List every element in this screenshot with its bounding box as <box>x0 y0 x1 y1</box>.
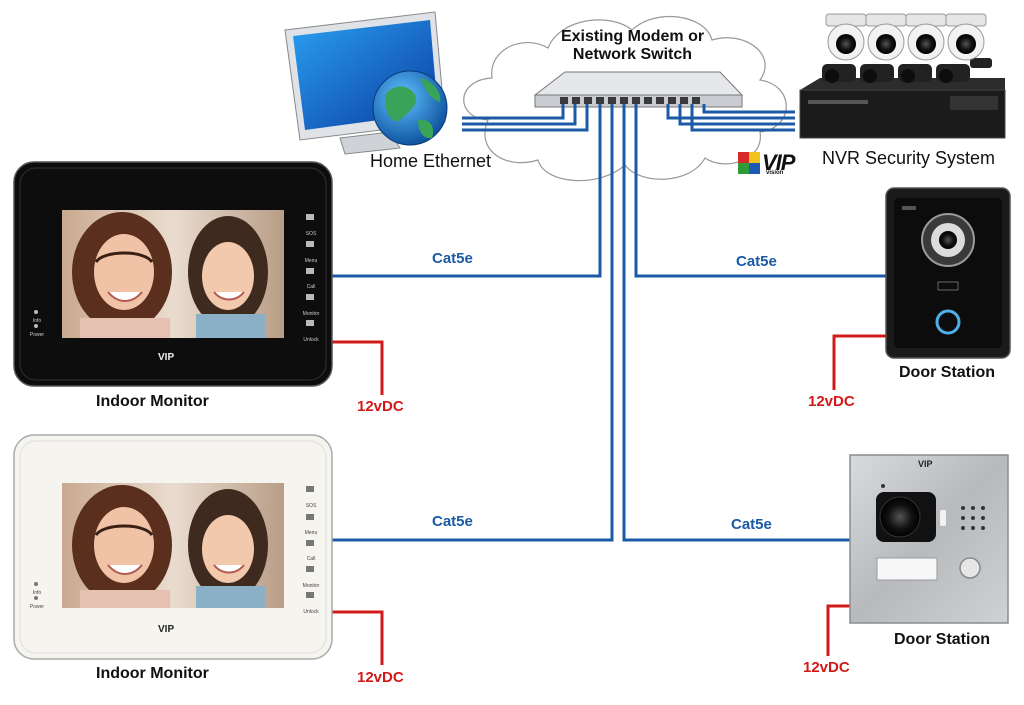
key-power[interactable]: Power <box>29 332 45 338</box>
door-station-black <box>885 187 1011 359</box>
dome-cameras <box>825 13 987 61</box>
power-cables <box>332 334 888 665</box>
key-menu[interactable]: Menu <box>304 257 318 264</box>
bullet-cameras <box>822 58 992 83</box>
monitor-screen-photo <box>62 210 284 338</box>
power-label-1: 12vDC <box>357 398 404 415</box>
monitor-black-left-keys: Info Power <box>28 314 46 342</box>
key-power[interactable]: Power <box>29 604 45 610</box>
cloud-label: Existing Modem or Network Switch <box>545 28 720 64</box>
indoor-monitor-black <box>13 161 333 387</box>
cloud-label-line1: Existing Modem or <box>560 28 705 45</box>
key-menu[interactable]: Menu <box>304 529 318 536</box>
key-sos[interactable]: SOS <box>305 503 317 509</box>
key-info[interactable]: Info <box>32 590 42 596</box>
monitor-screen-photo <box>62 483 284 608</box>
monitor-white-keys: SOS Menu Call Monitor Unlock <box>296 493 326 626</box>
key-monitor[interactable]: Monitor <box>302 310 320 317</box>
network-cables <box>332 104 888 542</box>
cat5e-label-1: Cat5e <box>432 250 473 267</box>
key-info[interactable]: Info <box>32 318 42 324</box>
network-switch <box>533 71 744 108</box>
nvr-brand-sub: vision <box>766 170 784 176</box>
key-unlock[interactable]: Unlock <box>303 337 319 343</box>
key-sos[interactable]: SOS <box>305 231 317 237</box>
monitor-white-left-keys: Info Power <box>28 586 46 614</box>
key-call[interactable]: Call <box>306 556 316 562</box>
nvr-security-system-device <box>799 13 1006 139</box>
monitor-white-brand: VIP <box>158 624 175 635</box>
monitor-side-icons <box>34 486 314 600</box>
indoor-monitor-white <box>13 434 333 660</box>
key-unlock[interactable]: Unlock <box>303 609 319 615</box>
monitor-side-icons <box>34 214 314 328</box>
key-call[interactable]: Call <box>306 284 316 290</box>
door-station-steel <box>849 454 1009 624</box>
nvr-label: NVR Security System <box>822 148 996 168</box>
door-station-bottom-label: Door Station <box>894 631 990 648</box>
power-label-4: 12vDC <box>803 659 850 676</box>
cat5e-label-3: Cat5e <box>432 513 473 530</box>
indoor-monitor-white-label: Indoor Monitor <box>96 665 209 682</box>
vip-logo-mark <box>738 152 760 174</box>
power-label-2: 12vDC <box>357 669 404 686</box>
cat5e-label-4: Cat5e <box>731 516 772 533</box>
monitor-black-keys: SOS Menu Call Monitor Unlock <box>296 221 326 354</box>
nvr-brand-logo-text: VIP <box>762 150 795 175</box>
indoor-monitor-black-label: Indoor Monitor <box>96 393 209 410</box>
cloud-label-line2: Network Switch <box>572 46 693 63</box>
key-monitor[interactable]: Monitor <box>302 582 320 589</box>
door-station-bottom-brand: VIP <box>918 459 933 469</box>
home-ethernet-computer-icon <box>284 11 448 155</box>
home-ethernet-label: Home Ethernet <box>370 151 492 171</box>
monitor-black-brand: VIP <box>158 352 175 363</box>
door-station-top-label: Door Station <box>899 364 995 381</box>
speaker-holes <box>961 506 985 530</box>
cat5e-label-2: Cat5e <box>736 253 777 270</box>
power-label-3: 12vDC <box>808 393 855 410</box>
